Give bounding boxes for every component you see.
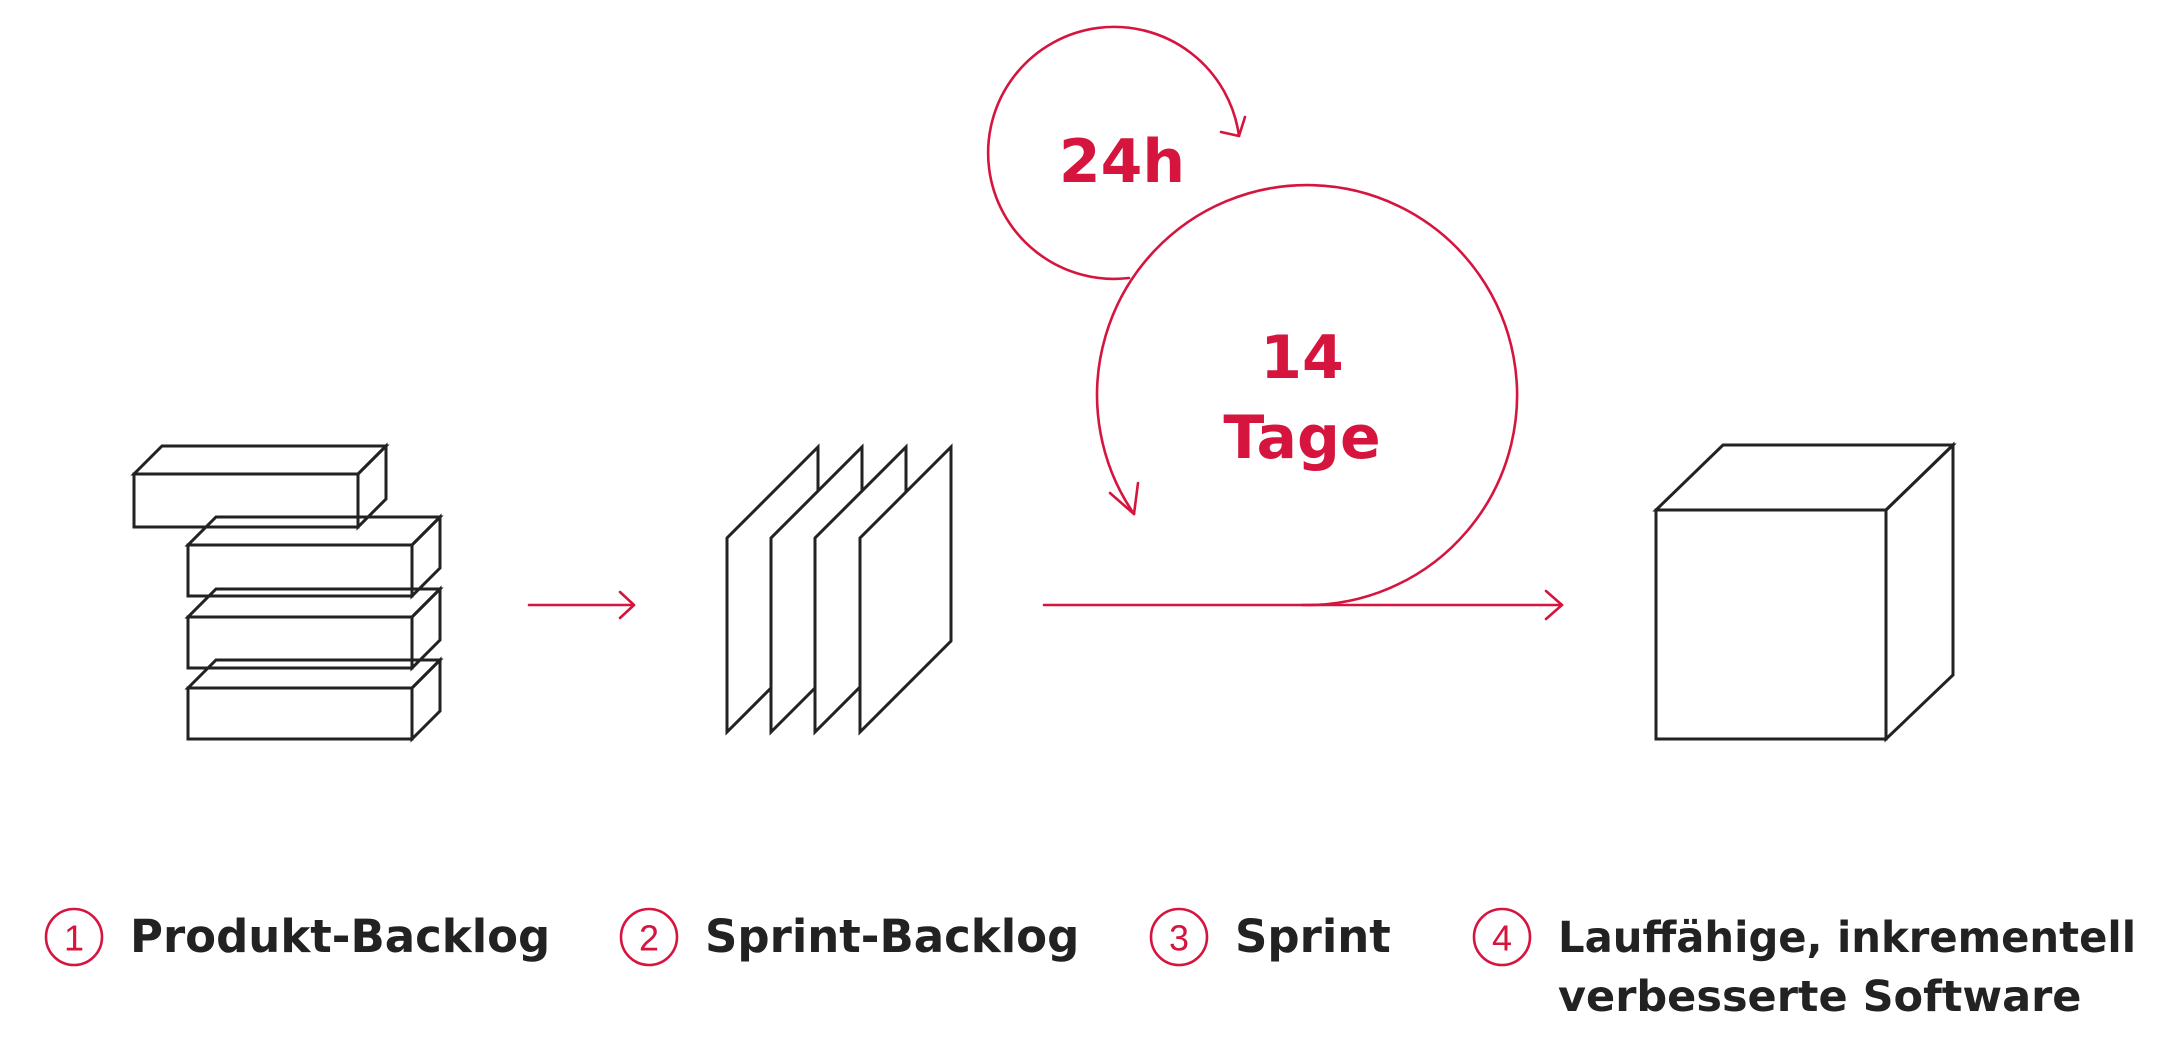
legend-number-circle [1472,907,1532,967]
block-middle [184,585,444,672]
cube-front [1654,508,1888,741]
legend-item-2: 2 Sprint-Backlog [619,907,1079,967]
legend-label-line-2: verbesserte Software [1558,972,2081,1022]
legend-label-line-1: Lauffähige, inkrementell [1558,913,2136,963]
legend-number-circle [619,907,679,967]
daily-loop [986,25,1241,281]
stacked-sheets-icon [725,443,953,736]
sprint-loop [1095,183,1519,607]
legend-number-circle [1149,907,1209,967]
legend-number: 4 [1492,918,1512,959]
sheet-4 [858,443,953,736]
sprint-arrowhead [1544,589,1564,621]
block-upper [184,513,444,600]
block-top [130,442,390,531]
cube-top [1652,443,1957,512]
cube-side [1884,441,1955,743]
cube-icon [1652,441,1957,743]
sprint-cycle [986,25,1564,621]
daily-cycle-label: 24h [1059,127,1185,197]
legend-number-circle [44,907,104,967]
sprint-cycle-number: 14 [1260,323,1344,393]
arrow-backlog-to-sprint-backlog [527,590,636,620]
sprint-cycle-unit: Tage [1223,403,1380,473]
legend-number: 2 [639,918,659,959]
legend-item-1: 1 Produkt-Backlog [44,907,550,967]
daily-loop-arrowhead [1219,115,1247,138]
legend-number: 1 [64,918,84,959]
legend: 1 Produkt-Backlog 2 Sprint-Backlog 3 Spr… [44,907,2136,1022]
legend-number: 3 [1169,918,1189,959]
legend-item-3: 3 Sprint [1149,907,1391,967]
legend-label: Sprint-Backlog [705,910,1079,963]
legend-label: Produkt-Backlog [130,910,550,963]
stacked-blocks-icon [130,442,444,743]
legend-label: Sprint [1235,910,1391,963]
legend-item-4: 4 Lauffähige, inkrementell verbesserte S… [1472,907,2136,1022]
block-bottom [184,656,444,743]
sprint-loop-arrowhead [1108,481,1140,516]
